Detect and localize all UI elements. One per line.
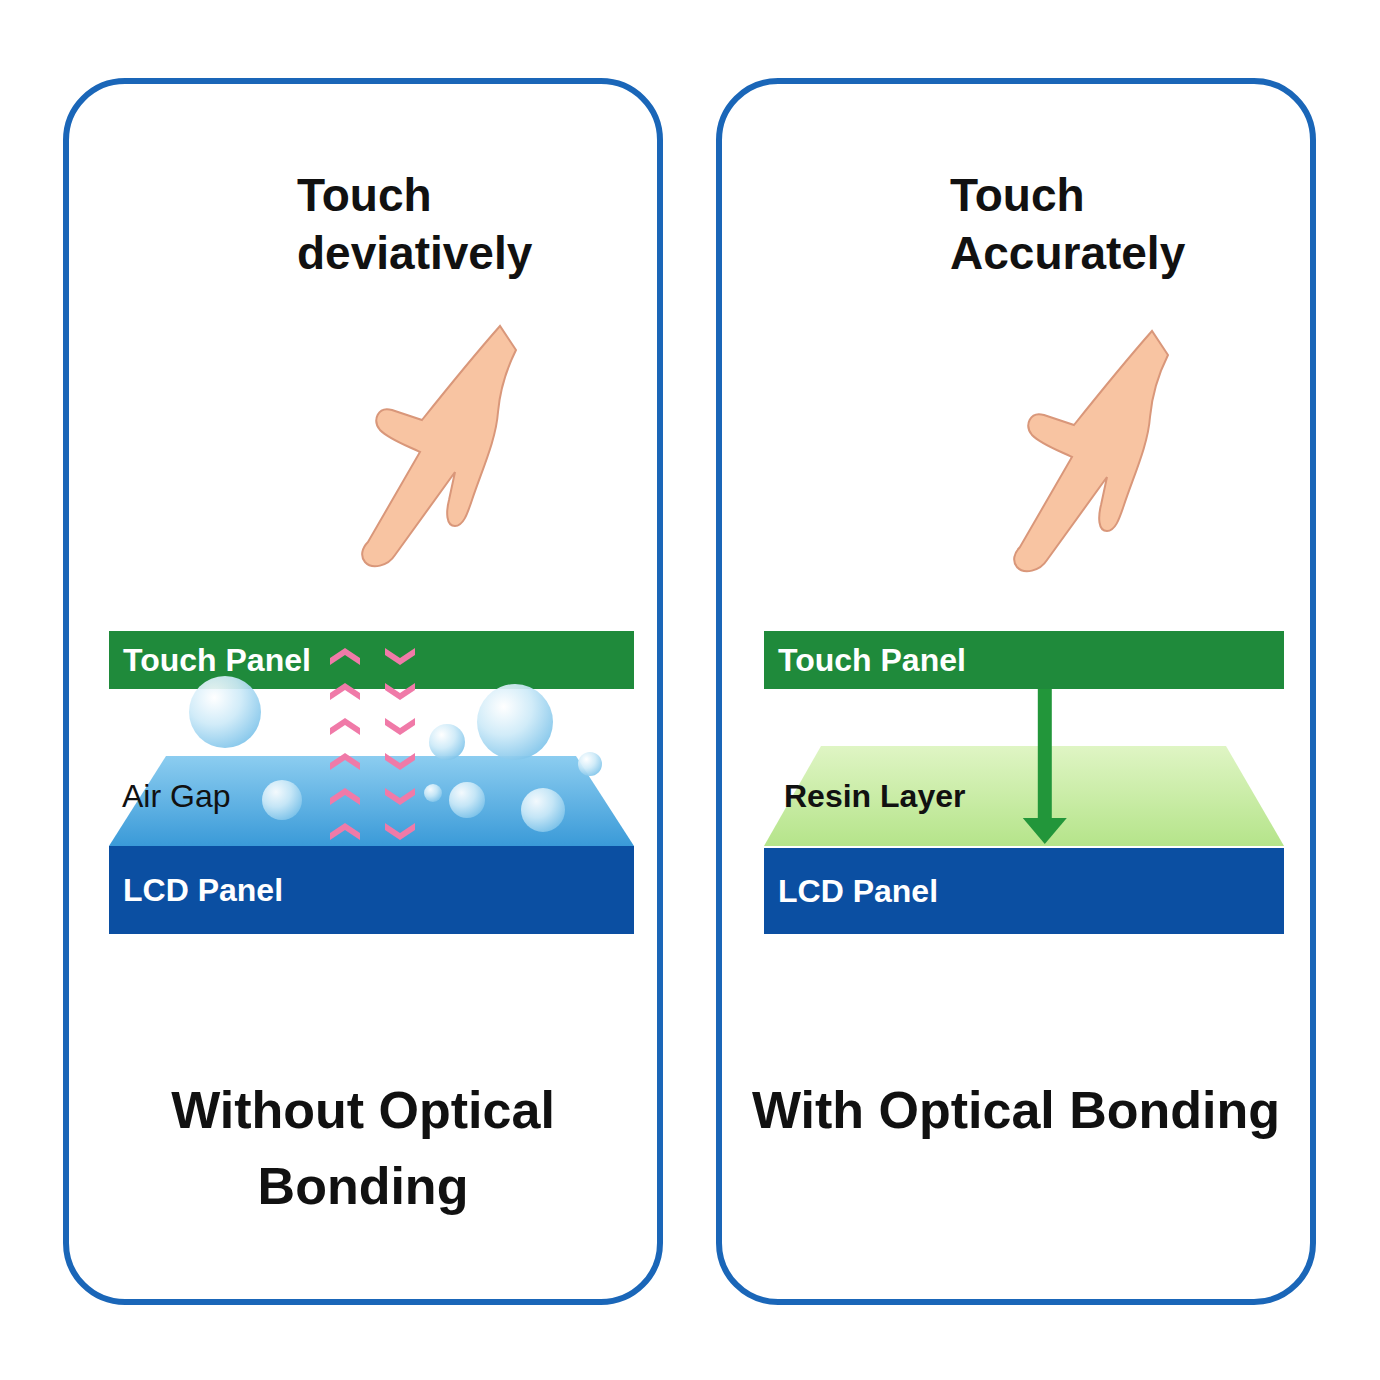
panel-layer: Touch Panel bbox=[109, 631, 634, 689]
panel-layer: LCD Panel bbox=[109, 846, 634, 934]
layer-shape: Resin Layer bbox=[764, 746, 1284, 846]
layer-label: Touch Panel bbox=[123, 642, 311, 679]
panel-layer: Touch Panel bbox=[764, 631, 1284, 689]
layer-label: Air Gap bbox=[122, 778, 230, 815]
resin-layer-shape bbox=[764, 746, 1284, 846]
layer-label: LCD Panel bbox=[123, 872, 283, 909]
layer-shape: Air Gap bbox=[109, 756, 634, 846]
panel-layer: LCD Panel bbox=[764, 848, 1284, 934]
air-gap-shape bbox=[109, 756, 634, 846]
panel-heading: Touch Accurately bbox=[950, 166, 1240, 282]
comparison-panel: Touch AccuratelyWith Optical Bonding Touc… bbox=[716, 78, 1316, 1305]
panel-caption: With Optical Bonding bbox=[742, 1072, 1290, 1148]
layer-label: Resin Layer bbox=[784, 778, 965, 815]
panel-heading: Touch deviatively bbox=[297, 166, 587, 282]
layer-label: Touch Panel bbox=[778, 642, 966, 679]
comparison-panel: Touch deviativelyWithout Optical Bonding… bbox=[63, 78, 663, 1305]
panel-caption: Without Optical Bonding bbox=[89, 1072, 637, 1224]
layer-label: LCD Panel bbox=[778, 873, 938, 910]
